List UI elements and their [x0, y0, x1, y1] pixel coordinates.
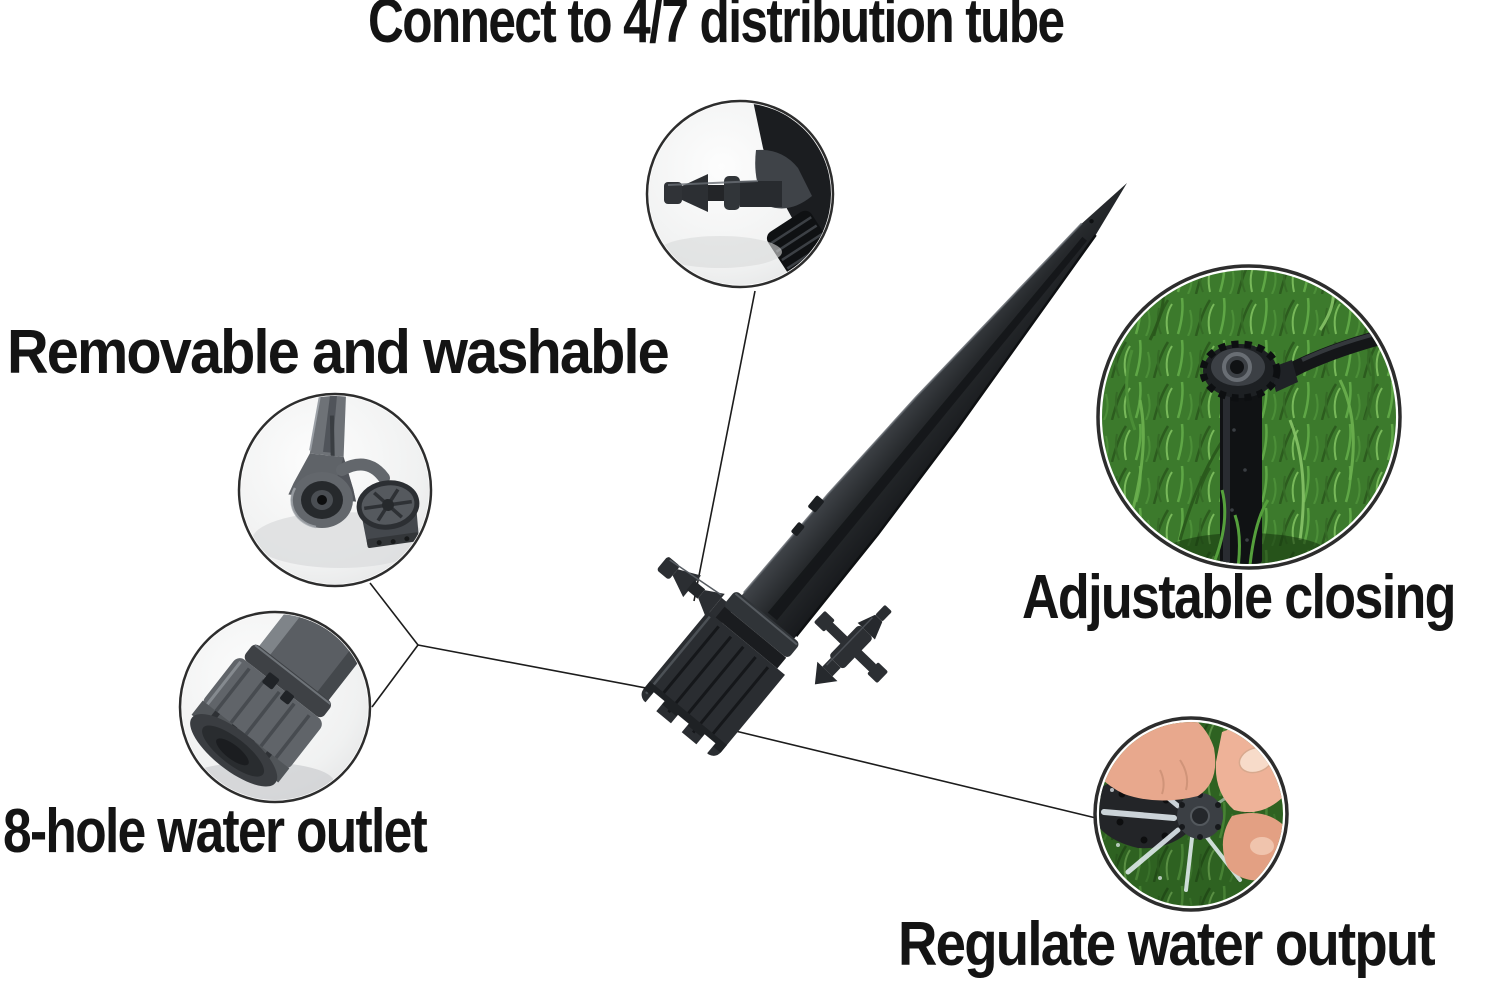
label-removable-washable: Removable and washable	[7, 318, 670, 387]
inset-ring-adjustable	[1096, 264, 1402, 570]
inset-photo-eight-hole	[178, 610, 372, 804]
cross-barb-connector	[814, 605, 892, 685]
inset-photo-removable	[237, 392, 433, 588]
inset-photo-adjustable	[1096, 264, 1402, 570]
spike-body	[740, 183, 1127, 641]
label-eight-hole-outlet: 8-hole water outlet	[3, 797, 428, 866]
inset-ring-eight-hole	[178, 610, 372, 804]
label-regulate-output: Regulate water output	[898, 910, 1436, 979]
label-connect-tube: Connect to 4/7 distribution tube	[368, 0, 1065, 56]
dripper-base-face	[290, 472, 353, 529]
side-barb-outlet	[657, 557, 734, 624]
callout-line-tube-connector	[693, 290, 756, 602]
collar-ring	[725, 592, 799, 657]
dripper-body-in-grass	[1220, 386, 1262, 564]
inset-ring-removable	[237, 392, 433, 588]
product-dripper-stake	[641, 183, 1127, 756]
callout-line-regulate	[722, 727, 1097, 819]
callout-line-removable	[369, 582, 419, 646]
inset-ring-regulate	[1093, 716, 1289, 912]
removed-cap	[356, 480, 420, 548]
callout-line-eight-hole	[371, 644, 419, 708]
inset-photo-regulate	[1093, 716, 1289, 912]
base-cap	[641, 611, 785, 756]
inset-ring-tube-connector	[645, 99, 835, 289]
barb-connector-graphic	[664, 174, 782, 212]
label-adjustable-closing: Adjustable closing	[1022, 563, 1456, 632]
inset-photo-tube-connector	[645, 99, 835, 289]
